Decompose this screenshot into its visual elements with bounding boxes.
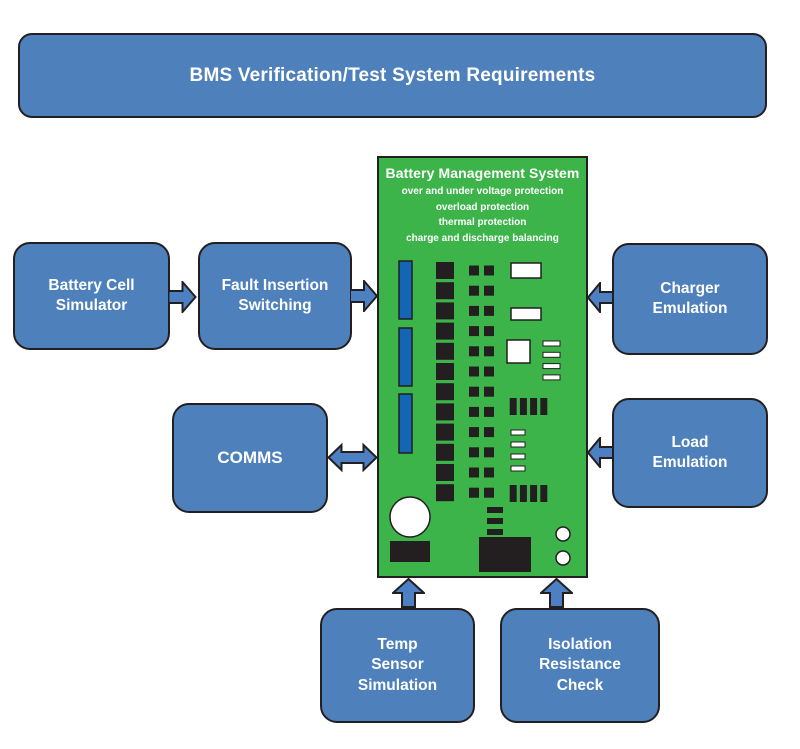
bms-board: Battery Management System over and under… bbox=[377, 156, 588, 578]
pcb-white-bar bbox=[510, 441, 526, 448]
pcb-white-bar bbox=[542, 340, 561, 347]
block-label: COMMS bbox=[217, 447, 283, 467]
pcb-black-bar bbox=[519, 398, 527, 415]
block-label: Temp Sensor Simulation bbox=[357, 635, 438, 694]
bms-feature: charge and discharge balancing bbox=[406, 232, 559, 244]
pcb-chip bbox=[436, 464, 454, 481]
pcb-chip bbox=[436, 363, 454, 380]
pcb-pad bbox=[469, 346, 479, 357]
pcb-pad bbox=[469, 366, 479, 377]
pcb-graphic bbox=[389, 260, 571, 572]
pcb-white-component bbox=[510, 262, 542, 279]
pcb-pad bbox=[469, 406, 479, 417]
arrow-fault-to-bms-icon bbox=[350, 280, 378, 312]
pcb-blue-bar bbox=[398, 327, 413, 387]
pcb-chip bbox=[436, 322, 454, 340]
pcb-black-bar bbox=[519, 485, 527, 502]
pcb-pad bbox=[469, 487, 479, 498]
pcb-blue-bar bbox=[398, 393, 413, 454]
block-label: Isolation Resistance Check bbox=[539, 635, 621, 694]
pcb-pad bbox=[469, 386, 479, 397]
block-label: Charger Emulation bbox=[652, 279, 728, 317]
pcb-blue-bar bbox=[398, 260, 413, 320]
pcb-big-circle bbox=[389, 496, 431, 538]
pcb-black-bar bbox=[540, 485, 548, 502]
pcb-white-bar bbox=[510, 429, 526, 436]
pcb-pad bbox=[484, 427, 494, 438]
pcb-chip bbox=[436, 262, 454, 279]
pcb-black-bar bbox=[509, 398, 517, 415]
pcb-pad bbox=[469, 265, 479, 276]
pcb-black-rect bbox=[390, 541, 430, 562]
pcb-white-component bbox=[510, 307, 542, 321]
arrow-charger-to-bms-icon bbox=[587, 282, 613, 313]
pcb-pad bbox=[484, 386, 494, 397]
arrow-battery-to-fault-icon bbox=[168, 281, 197, 313]
pcb-chip bbox=[436, 403, 454, 421]
pcb-pad bbox=[484, 366, 494, 377]
pcb-white-bar bbox=[542, 363, 561, 370]
pcb-pad bbox=[469, 326, 479, 337]
pcb-ic bbox=[479, 537, 531, 572]
bms-feature: thermal protection bbox=[438, 217, 527, 228]
pcb-black-bar bbox=[509, 485, 517, 502]
title-banner: BMS Verification/Test System Requirement… bbox=[18, 33, 767, 118]
pcb-small-circle bbox=[555, 550, 571, 566]
bms-feature-list: over and under voltage protection overlo… bbox=[379, 184, 586, 246]
bms-feature: over and under voltage protection bbox=[401, 186, 564, 197]
pcb-white-component bbox=[506, 339, 531, 364]
pcb-chip bbox=[436, 383, 454, 401]
pcb-pad bbox=[484, 487, 494, 498]
pcb-chip bbox=[436, 443, 454, 461]
pcb-pad bbox=[484, 467, 494, 478]
block-label: Battery Cell Simulator bbox=[48, 276, 135, 314]
pcb-white-bar bbox=[510, 453, 526, 460]
pcb-black-bar bbox=[487, 518, 503, 524]
pcb-black-bar bbox=[487, 507, 503, 513]
page-title: BMS Verification/Test System Requirement… bbox=[189, 64, 596, 86]
pcb-white-bar bbox=[542, 374, 561, 381]
pcb-white-bar bbox=[542, 351, 561, 358]
bms-title: Battery Management System bbox=[385, 165, 580, 181]
block-label: Load Emulation bbox=[652, 433, 728, 471]
block-load-emulation: Load Emulation bbox=[612, 398, 768, 508]
pcb-pad bbox=[484, 305, 494, 316]
pcb-small-circle bbox=[555, 526, 571, 542]
block-charger-emulation: Charger Emulation bbox=[612, 243, 768, 355]
block-label: Fault Insertion Switching bbox=[221, 276, 329, 314]
pcb-pad bbox=[484, 406, 494, 417]
pcb-chip bbox=[436, 484, 454, 502]
pcb-chip bbox=[436, 282, 454, 300]
block-comms: COMMS bbox=[172, 403, 328, 513]
block-isolation-resistance-check: Isolation Resistance Check bbox=[500, 608, 660, 723]
arrow-isolation-to-bms-icon bbox=[540, 578, 573, 608]
block-fault-insertion-switching: Fault Insertion Switching bbox=[198, 242, 352, 350]
pcb-chip bbox=[436, 342, 454, 360]
pcb-black-bar bbox=[487, 529, 503, 535]
pcb-pad bbox=[469, 427, 479, 438]
pcb-pad bbox=[469, 285, 479, 296]
pcb-pad bbox=[469, 447, 479, 458]
pcb-pad bbox=[469, 467, 479, 478]
pcb-chip bbox=[436, 423, 454, 441]
pcb-pad bbox=[469, 305, 479, 316]
pcb-pad bbox=[484, 326, 494, 337]
pcb-chip bbox=[436, 302, 454, 320]
block-battery-cell-simulator: Battery Cell Simulator bbox=[13, 242, 170, 350]
pcb-pad bbox=[484, 447, 494, 458]
bms-feature: overload protection bbox=[435, 201, 530, 213]
pcb-pad bbox=[484, 285, 494, 296]
pcb-pad bbox=[484, 346, 494, 357]
arrow-load-to-bms-icon bbox=[587, 437, 613, 468]
pcb-black-bar bbox=[530, 398, 538, 415]
pcb-white-bar bbox=[510, 465, 526, 472]
arrow-comms-bms-bidirectional-icon bbox=[327, 442, 378, 473]
pcb-pad bbox=[484, 265, 494, 276]
pcb-black-bar bbox=[530, 485, 538, 502]
block-temp-sensor-simulation: Temp Sensor Simulation bbox=[320, 608, 475, 723]
arrow-temp-to-bms-icon bbox=[392, 578, 425, 608]
pcb-black-bar bbox=[540, 398, 548, 415]
